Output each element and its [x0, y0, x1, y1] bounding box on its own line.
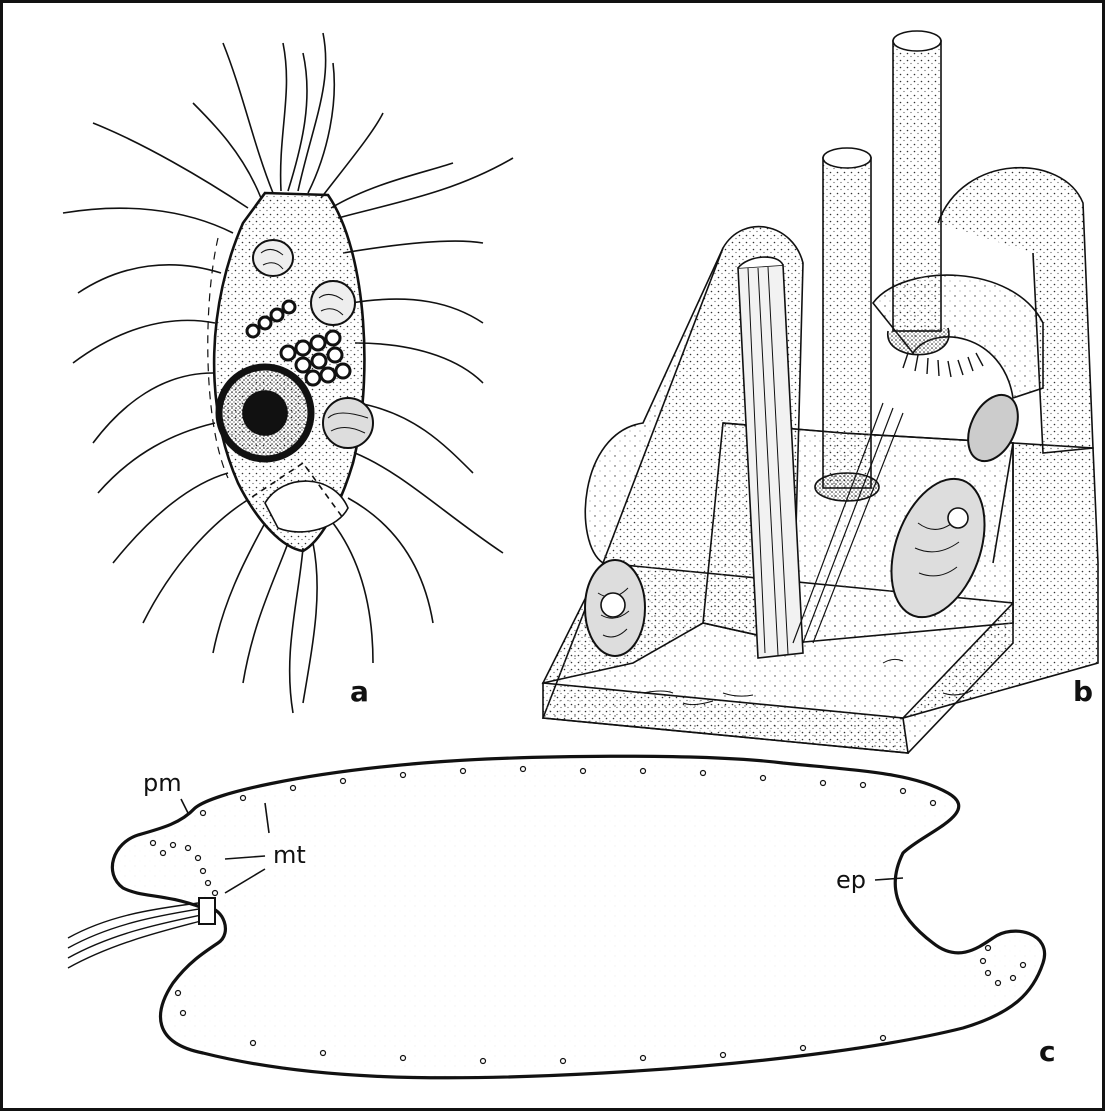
panel-b-drawing — [543, 31, 1098, 753]
cell-outline — [112, 756, 1044, 1078]
leader-pm — [181, 799, 188, 813]
comb-teeth — [903, 353, 983, 377]
panel-c-drawing — [68, 756, 1045, 1078]
panel-label-b: b — [1073, 678, 1093, 706]
panel-a-drawing — [63, 33, 513, 713]
figure-artwork — [3, 3, 1105, 1114]
panel-label-c: c — [1039, 1038, 1056, 1066]
label-ep: ep — [836, 868, 866, 892]
organelle — [253, 240, 293, 276]
flagellum-bundle — [68, 898, 215, 968]
cilium-cylinder — [815, 148, 879, 501]
organelle — [323, 398, 373, 448]
cilium-cylinder — [888, 31, 949, 355]
label-pm: pm — [143, 771, 182, 795]
organelle — [311, 281, 355, 325]
label-mt: mt — [273, 843, 306, 867]
panel-label-a: a — [350, 678, 369, 706]
